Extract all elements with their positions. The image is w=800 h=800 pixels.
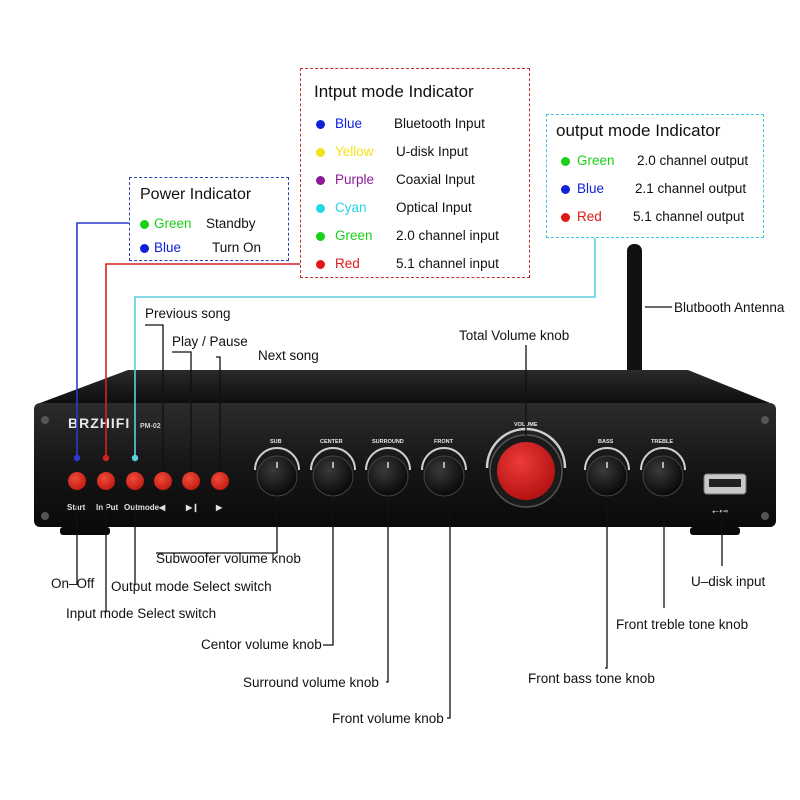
color-name: Green: [577, 153, 615, 168]
subwoofer-label: Subwoofer volume knob: [156, 551, 301, 566]
output-switch-label: Output mode Select switch: [111, 579, 272, 594]
yellow-dot-icon: [316, 148, 325, 157]
next-song-label: Next song: [258, 348, 319, 363]
power-leader-line: [76, 222, 129, 455]
next-button[interactable]: [211, 472, 229, 490]
treble-knob-label: TREBLE: [651, 439, 673, 445]
input-leader-line: [105, 263, 300, 455]
bass-knob-callout: Front bass tone knob: [528, 671, 655, 686]
surround-knob-callout: Surround volume knob: [243, 675, 379, 690]
color-name: Cyan: [335, 200, 367, 215]
output-mode-button[interactable]: [126, 472, 144, 490]
indicator-desc: 2.0 channel input: [396, 228, 499, 243]
input-mode-button[interactable]: [97, 472, 115, 490]
screw: [41, 512, 49, 520]
red-dot-icon: [561, 213, 570, 222]
usb-port[interactable]: [703, 473, 747, 495]
on-off-label: On–Off: [51, 576, 95, 591]
output-leader-line: [134, 238, 596, 455]
indicator-desc: Optical Input: [396, 200, 472, 215]
blue-dot-icon: [140, 244, 149, 253]
foot-right: [690, 527, 740, 535]
screw: [761, 512, 769, 520]
surround-knob[interactable]: [365, 447, 411, 497]
blue-dot-icon: [316, 120, 325, 129]
center-knob-label: CENTER: [320, 439, 343, 445]
start-button[interactable]: [68, 472, 86, 490]
indicator-desc: 2.1 channel output: [635, 181, 747, 196]
red-dot-icon: [316, 260, 325, 269]
indicator-desc: Turn On: [212, 240, 262, 255]
color-name: Yellow: [335, 144, 374, 159]
usb-icon: ⭠⊷: [712, 507, 728, 517]
cyan-dot-icon: [316, 204, 325, 213]
brand-logo: BRZHIFI: [68, 415, 130, 431]
center-knob[interactable]: [310, 447, 356, 497]
play-pause-button[interactable]: [182, 472, 200, 490]
start-caption: Start: [67, 503, 86, 512]
input-mode-indicator-box: Intput mode Indicator Blue Bluetooth Inp…: [300, 68, 530, 278]
front-knob-label: FRONT: [434, 439, 454, 445]
screw: [761, 416, 769, 424]
center-knob-callout: Centor volume knob: [201, 637, 322, 652]
indicator-desc: 5.1 channel output: [633, 209, 745, 224]
color-name: Blue: [577, 181, 605, 196]
indicator-desc: 2.0 channel output: [637, 153, 749, 168]
treble-knob[interactable]: [640, 447, 686, 497]
purple-dot-icon: [316, 176, 325, 185]
color-name: Green: [335, 228, 373, 243]
surround-knob-label: SURROUND: [372, 439, 404, 445]
front-knob-callout: Front volume knob: [332, 711, 444, 726]
play-pause-label: Play / Pause: [172, 334, 248, 349]
previous-icon: ◀: [158, 503, 166, 512]
input-caption: In Put: [96, 503, 119, 512]
indicator-desc: Coaxial Input: [396, 172, 475, 187]
output-led: [131, 454, 139, 462]
previous-song-label: Previous song: [145, 306, 231, 321]
color-name: Purple: [335, 172, 375, 187]
indicator-desc: U-disk Input: [396, 144, 469, 159]
indicator-desc: 5.1 channel input: [396, 256, 499, 271]
green-dot-icon: [316, 232, 325, 241]
color-name: Red: [577, 209, 602, 224]
sub-knob[interactable]: [254, 447, 300, 497]
sub-knob-label: SUB: [270, 439, 282, 445]
screw: [41, 416, 49, 424]
input-switch-label: Input mode Select switch: [66, 606, 217, 621]
outmode-caption: Outmode: [124, 503, 160, 512]
output-mode-indicator-title: output mode Indicator: [556, 121, 721, 140]
chassis-top: [40, 370, 770, 403]
power-led: [73, 454, 81, 462]
bass-knob[interactable]: [584, 447, 630, 497]
next-icon: ▶: [215, 503, 223, 512]
input-led: [102, 454, 110, 462]
indicator-desc: Standby: [206, 216, 256, 231]
power-indicator-title: Power Indicator: [140, 186, 252, 203]
input-mode-indicator-title: Intput mode Indicator: [314, 82, 474, 101]
foot-left: [60, 527, 110, 535]
power-indicator-box: Power Indicator Green Standby Blue Turn …: [129, 177, 289, 261]
total-volume-label: Total Volume knob: [459, 328, 570, 343]
indicator-desc: Bluetooth Input: [394, 116, 485, 131]
blue-dot-icon: [561, 185, 570, 194]
color-name: Green: [154, 216, 192, 231]
green-dot-icon: [561, 157, 570, 166]
color-name: Red: [335, 256, 360, 271]
green-dot-icon: [140, 220, 149, 229]
output-mode-indicator-box: output mode Indicator Green 2.0 channel …: [546, 114, 764, 238]
color-name: Blue: [154, 240, 182, 255]
play-pause-icon: ▶❙: [185, 503, 199, 513]
antenna-label: Blutbooth Antenna: [674, 300, 785, 315]
udisk-label: U–disk input: [691, 574, 766, 589]
previous-button[interactable]: [154, 472, 172, 490]
front-knob[interactable]: [421, 447, 467, 497]
treble-knob-callout: Front treble tone knob: [616, 617, 749, 632]
callout-lines: [76, 306, 723, 719]
volume-knob[interactable]: [485, 427, 567, 508]
bass-knob-label: BASS: [598, 439, 614, 445]
model-label: PM-02: [140, 423, 161, 430]
color-name: Blue: [335, 116, 363, 131]
